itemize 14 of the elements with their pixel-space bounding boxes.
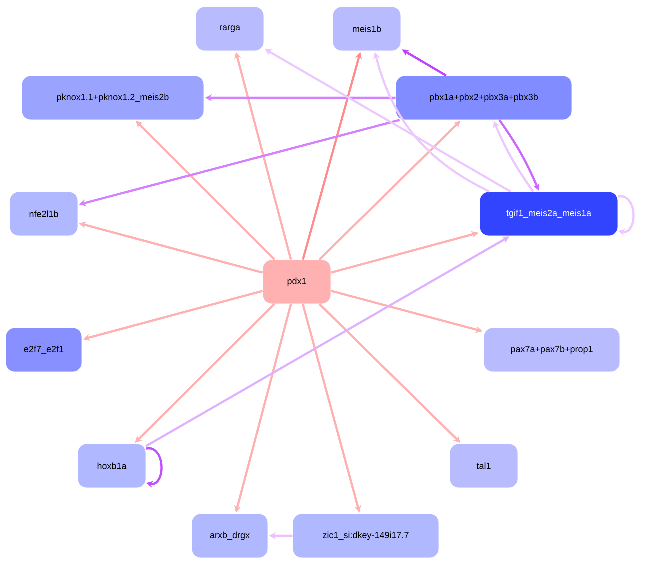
gene-box: tgif1_meis2a_meis1a [480, 192, 618, 236]
gene-box: arxb_drgx [192, 514, 268, 558]
gene-box: hoxb1a [78, 444, 146, 488]
loop-arrow [146, 448, 163, 488]
gene-box: pdx1 [262, 260, 332, 304]
gene-box: pax7a+pax7b+prop1 [484, 328, 620, 372]
gene-box: e2f7_e2f1 [6, 328, 82, 372]
gene-box: pknox1.1+pknox1.2_meis2b [22, 76, 204, 120]
gene-box: meis1b [332, 6, 402, 52]
gene-box: rarga [196, 6, 264, 52]
gene-box: tal1 [450, 444, 518, 488]
gene-box: zic1_si:dkey-149i17.7 [292, 514, 440, 558]
gene-box: nfe2l1b [10, 192, 78, 236]
gene-box: pbx1a+pbx2+pbx3a+pbx3b [396, 76, 572, 120]
